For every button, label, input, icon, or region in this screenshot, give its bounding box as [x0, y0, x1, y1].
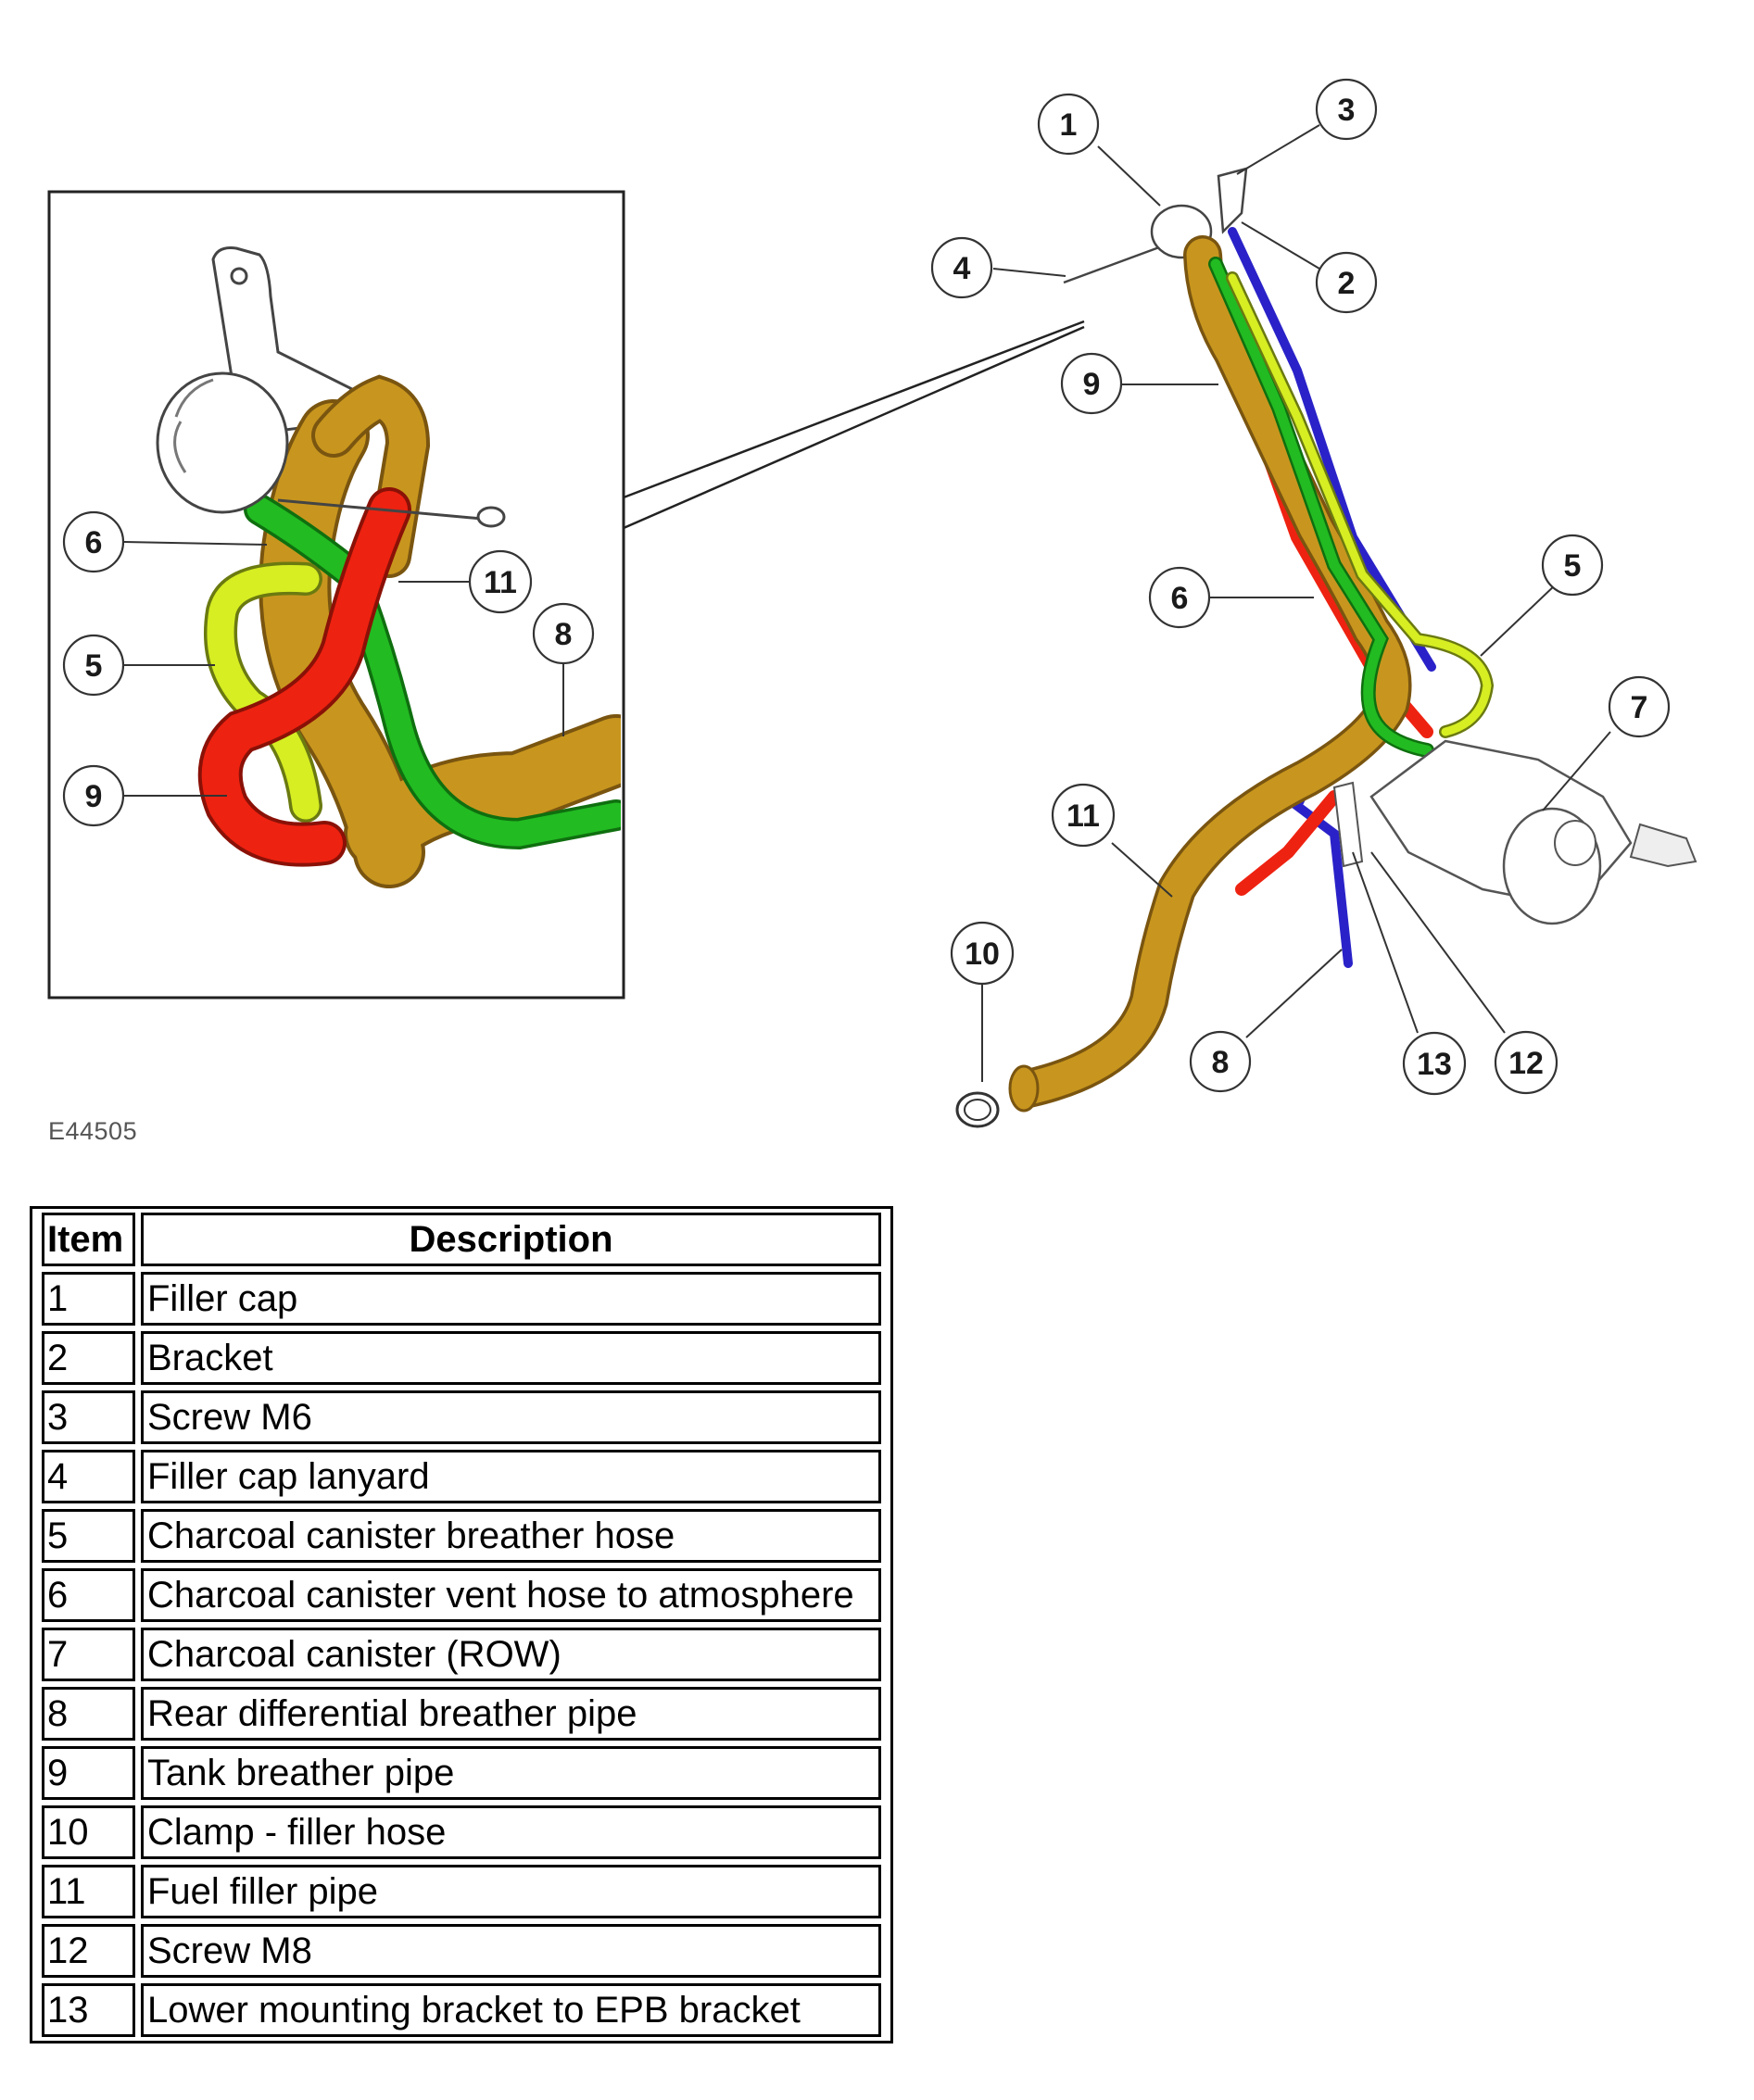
callout-4: 4 — [930, 236, 993, 299]
svg-text:11: 11 — [1066, 799, 1100, 834]
table-header-row: Item Description — [42, 1213, 881, 1266]
callout-6: 6 — [1148, 566, 1211, 629]
svg-text:12: 12 — [1508, 1046, 1544, 1081]
callout-10: 10 — [950, 921, 1015, 986]
item-description: Charcoal canister breather hose — [141, 1509, 881, 1563]
figure-id-label: E44505 — [48, 1117, 138, 1145]
svg-text:8: 8 — [555, 617, 573, 652]
item-description: Charcoal canister (ROW) — [141, 1628, 881, 1681]
item-number: 12 — [42, 1924, 135, 1978]
callout-2: 2 — [1315, 251, 1378, 314]
svg-text:8: 8 — [1212, 1045, 1230, 1080]
svg-text:2: 2 — [1338, 266, 1356, 301]
callout-8: 8 — [1189, 1030, 1252, 1093]
item-description: Filler cap — [141, 1272, 881, 1326]
svg-text:13: 13 — [1417, 1047, 1452, 1082]
item-description: Tank breather pipe — [141, 1746, 881, 1800]
item-number: 13 — [42, 1983, 135, 2037]
item-number: 10 — [42, 1805, 135, 1859]
inset-callout-5: 5 — [62, 634, 125, 697]
item-description: Screw M8 — [141, 1924, 881, 1978]
item-description: Charcoal canister vent hose to atmospher… — [141, 1568, 881, 1622]
svg-text:5: 5 — [85, 648, 103, 684]
svg-text:6: 6 — [85, 525, 103, 560]
inset-callout-8: 8 — [532, 602, 595, 665]
callouts-main: 1 2 3 4 5 6 7 8 9 10 11 12 13 — [930, 78, 1671, 1096]
inset-callout-6: 6 — [62, 510, 125, 573]
inset-callout-11: 11 — [468, 549, 533, 614]
callout-5: 5 — [1541, 534, 1604, 597]
svg-text:3: 3 — [1338, 93, 1356, 128]
svg-text:11: 11 — [484, 565, 517, 600]
main-assembly — [955, 167, 1697, 1128]
item-number: 5 — [42, 1509, 135, 1563]
item-description: Lower mounting bracket to EPB bracket — [141, 1983, 881, 2037]
svg-text:10: 10 — [965, 937, 1000, 972]
item-number: 4 — [42, 1450, 135, 1503]
item-description: Filler cap lanyard — [141, 1450, 881, 1503]
callout-1: 1 — [1037, 93, 1100, 156]
callout-7: 7 — [1608, 675, 1671, 738]
item-description: Screw M6 — [141, 1390, 881, 1444]
item-description: Clamp - filler hose — [141, 1805, 881, 1859]
callout-12: 12 — [1494, 1030, 1558, 1095]
callout-9: 9 — [1060, 352, 1123, 415]
inset-callout-9: 9 — [62, 764, 125, 827]
svg-text:5: 5 — [1564, 548, 1582, 584]
svg-text:1: 1 — [1060, 107, 1078, 143]
item-number: 2 — [42, 1331, 135, 1385]
item-number: 7 — [42, 1628, 135, 1681]
exploded-view-diagram: 6 5 9 11 8 1 2 3 4 5 6 7 8 9 10 11 12 13 — [47, 78, 1697, 1128]
item-number: 9 — [42, 1746, 135, 1800]
item-number: 8 — [42, 1687, 135, 1741]
svg-text:6: 6 — [1171, 581, 1189, 616]
item-number: 11 — [42, 1865, 135, 1918]
description-column-header: Description — [141, 1213, 881, 1266]
svg-text:4: 4 — [953, 251, 971, 286]
callouts-inset: 6 5 9 11 8 — [62, 510, 595, 827]
item-description: Fuel filler pipe — [141, 1865, 881, 1918]
detail-inset — [47, 190, 1085, 1000]
item-description: Rear differential breather pipe — [141, 1687, 881, 1741]
svg-text:9: 9 — [85, 779, 103, 814]
svg-text:7: 7 — [1631, 690, 1648, 725]
item-number: 6 — [42, 1568, 135, 1622]
item-number: 1 — [42, 1272, 135, 1326]
callout-11: 11 — [1051, 783, 1116, 848]
callout-13: 13 — [1402, 1031, 1467, 1096]
item-description: Bracket — [141, 1331, 881, 1385]
item-column-header: Item — [42, 1213, 135, 1266]
callout-3: 3 — [1315, 78, 1378, 141]
item-number: 3 — [42, 1390, 135, 1444]
svg-text:9: 9 — [1083, 367, 1101, 402]
